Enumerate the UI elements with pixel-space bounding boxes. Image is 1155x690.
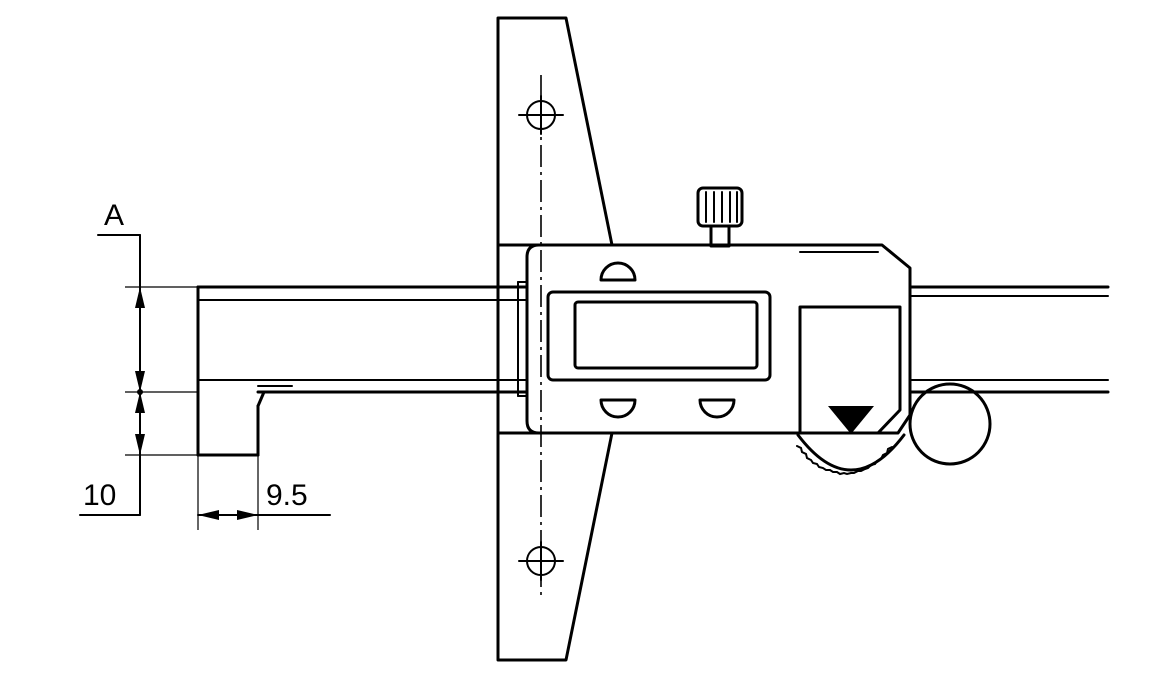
- round-knob: [908, 382, 992, 466]
- half-circle-icon-right: [698, 398, 736, 419]
- dimension-width-value: 9.5: [266, 479, 308, 512]
- lcd-display: [546, 290, 772, 382]
- mount-hole-top-icon: [518, 95, 564, 135]
- dimension-width: 9.5: [197, 455, 331, 530]
- dimension-height-value: 10: [83, 479, 116, 512]
- lock-screw: [696, 186, 744, 248]
- half-circle-icon-top: [599, 261, 637, 282]
- half-circle-icon-left: [599, 398, 637, 419]
- digital-head: [517, 243, 912, 435]
- mount-hole-bottom-icon: [518, 541, 564, 581]
- dimension-height: 10: [79, 286, 198, 516]
- thumb-wheel: [796, 433, 906, 476]
- control-panel: [798, 305, 902, 435]
- dimension-a: A: [97, 199, 141, 516]
- down-triangle-icon: [828, 406, 874, 434]
- dimension-a-label: A: [104, 199, 124, 232]
- main-beam: [196, 285, 1110, 457]
